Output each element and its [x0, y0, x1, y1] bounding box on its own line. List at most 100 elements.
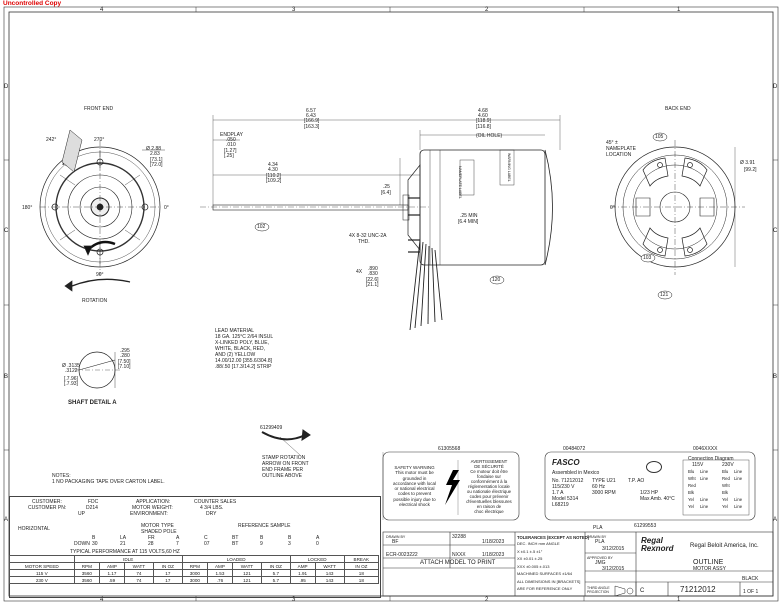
conn-cell: Line [700, 469, 709, 474]
zone-bottom-3: 3 [292, 597, 296, 603]
callout-121: 121 [660, 292, 669, 298]
custpn-key: CUSTOMER PN: [28, 505, 67, 511]
conn-cell: Blk [722, 490, 728, 495]
dim-25min: .25 MIN [460, 213, 478, 219]
zone-bottom-4: 4 [100, 597, 104, 603]
zone-bottom-2: 2 [485, 597, 489, 603]
ref-col-header: A [316, 535, 320, 541]
ref-col-value: 07 [204, 541, 210, 547]
ref-col-header: B [260, 535, 264, 541]
approved-date-2: 3/12/2015 [602, 566, 625, 572]
dim-25: .25 [383, 184, 390, 190]
dim-d4: [72.0] [150, 162, 163, 168]
shaft-dim-4: [.7.93] [64, 381, 78, 387]
shaft-dim-8: [7.10] [118, 364, 131, 370]
endplay-010: .010 [226, 142, 236, 148]
nameplate-loc-2: LOCATION [606, 152, 632, 158]
conn-cell: Line [700, 476, 709, 481]
motor-type-key: MOTOR TYPE [141, 523, 174, 529]
rotation-label: ROTATION [82, 298, 108, 304]
drawing-size: C [640, 588, 645, 594]
np-pla: PLA [593, 525, 603, 531]
table-cell: 230 V [9, 576, 75, 584]
callout-102: 102 [257, 224, 266, 230]
table-cell: 3000 [181, 569, 209, 577]
label-boxes [382, 451, 756, 521]
zone-left-C: C [4, 228, 9, 234]
approved-val: JMG [595, 560, 606, 566]
ref-col-value: 7 [176, 541, 179, 547]
shaft-dim-3: [.7.96] [64, 376, 78, 382]
zone-right-B: B [773, 374, 778, 380]
tolerance-row: X ±0.1 ±.5 ±1° [517, 548, 543, 554]
ref-col-value: BT [232, 541, 239, 547]
drawing-description: OUTLINE [693, 559, 724, 566]
stamp-line: OUTLINE ABOVE [262, 473, 303, 479]
np-tp: T.P. AO [628, 478, 645, 484]
safety-line: Ce moteur doit être [470, 469, 508, 474]
endplay-127: [1.27] [224, 148, 237, 154]
dim-1092: [109.2] [266, 178, 282, 184]
safety-line: or national electrical [394, 486, 435, 492]
angle-270: 270° [94, 137, 105, 143]
approved-no: NXXX [452, 552, 466, 558]
angle-180: 180° [22, 205, 33, 211]
back-end-view [610, 140, 745, 275]
np-type: TYPE U21 [592, 478, 616, 484]
perf-header-locked: LOCKED [289, 555, 345, 563]
conn-cell: Blk [688, 490, 694, 495]
table-cell: 1.17 [98, 569, 125, 577]
dim-391: Ø 3.91 [740, 160, 756, 166]
table-cell: .76 [207, 576, 233, 584]
dim-d1: Ø 2.88 [146, 146, 162, 152]
safety-line: SAFETY WARNING [394, 465, 435, 470]
stamp-arrow [261, 429, 311, 456]
oil-hole-label: (OIL HOLE) [476, 133, 503, 139]
conn-cell: Line [700, 504, 709, 509]
ref-col-header: B [92, 535, 96, 541]
conn-115: 115V [692, 462, 704, 468]
mount-up: UP [78, 511, 85, 517]
warning-label-text: WARNING LABEL [507, 153, 511, 182]
watermark: Uncontrolled Copy [3, 0, 62, 7]
table-cell: 3000 [181, 576, 209, 584]
dim-64min: [6.4 MIN] [458, 219, 479, 225]
table-cell: 143 [314, 569, 345, 577]
safety-line: accordance with local [392, 480, 437, 486]
ul-mark [646, 461, 662, 473]
ref-col-value: 28 [148, 541, 154, 547]
stamp-line: ARROW ON FRONT [262, 461, 309, 467]
safety-line: conformément à la [470, 479, 508, 484]
callout-103: 103 [643, 255, 652, 261]
safety-line: electrical shock [399, 502, 430, 508]
table-cell: 5.7 [261, 576, 291, 584]
stamp-note: STAMP ROTATION ARROW ON FRONT END FRAME … [262, 455, 309, 479]
tolerance-row: MACHINED SURFACES ±1/64 [517, 571, 573, 576]
dim-1633: [163.3] [304, 124, 320, 130]
mount-down: DOWN [74, 541, 90, 547]
lead-line: .88/.50 [17.3/14.2] STRIP [215, 364, 272, 370]
zone-right-D: D [773, 84, 778, 90]
perf-column-header: RPM [181, 562, 209, 570]
front-end-title: FRONT END [84, 106, 114, 112]
dim-434: 4.34 [268, 162, 278, 168]
perf-header-blank [9, 555, 75, 563]
application-key: APPLICATION: [136, 499, 171, 505]
perf-column-header: RPM [73, 562, 100, 570]
table-cell: .95 [289, 576, 316, 584]
dim-4x: 4X [356, 269, 363, 275]
perf-column-header: WATT [123, 562, 154, 570]
angle-90: 90° [96, 272, 104, 278]
safety-line: réglementation locale [468, 484, 510, 489]
dim-430: 4.30 [268, 167, 278, 173]
dim-64: [6.4] [381, 190, 391, 196]
ref-col-value: 30 [92, 541, 98, 547]
conn-cell: Yel [688, 504, 694, 509]
perf-column-header: WATT [314, 562, 345, 570]
label-part-4: 61299553 [634, 523, 657, 529]
label-part-2: 00484072 [563, 446, 586, 452]
perf-header-idle: IDLE [73, 555, 183, 563]
